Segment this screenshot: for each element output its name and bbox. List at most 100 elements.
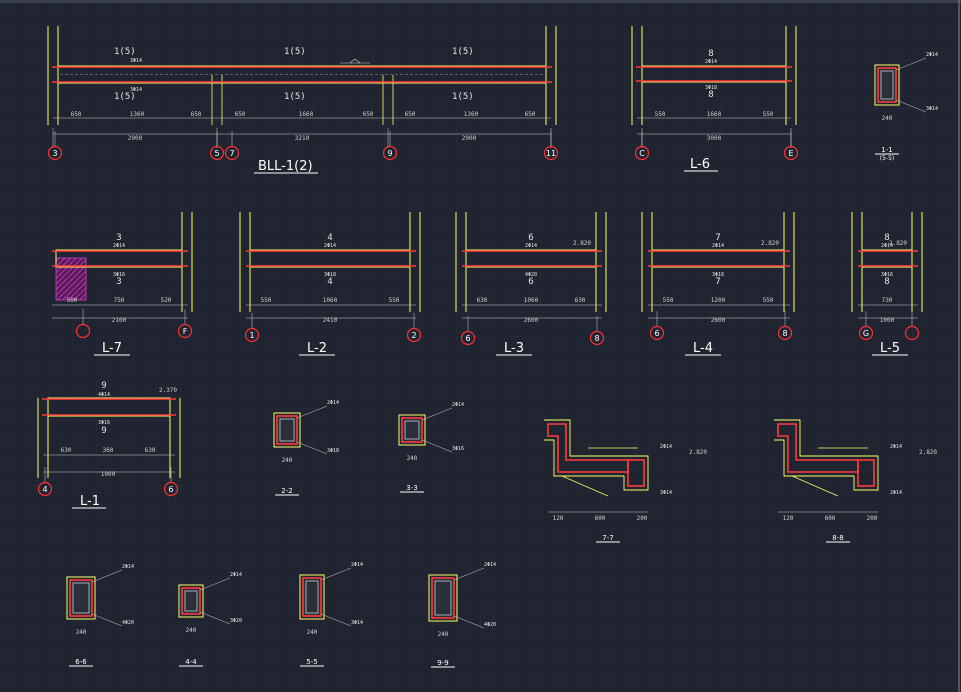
s22-bar-top: 2Φ14 xyxy=(327,400,339,406)
bll1-bot-mark-right: 1(5) xyxy=(452,92,474,102)
bll1-dim-top-5: 650 xyxy=(363,111,374,118)
l1-title: L-1 xyxy=(80,494,100,509)
s55-bar-top: 2Φ14 xyxy=(351,562,363,568)
l4-dim-1: 1200 xyxy=(711,297,726,304)
l5-axis-1-circle xyxy=(904,325,920,341)
l6-mark-top: 8 xyxy=(708,49,713,59)
l7-top-bar: 2Φ14 xyxy=(113,243,125,249)
l5-bot-bar: 3Φ16 xyxy=(881,272,893,278)
bll1-axis-3-label: 3 xyxy=(52,149,57,158)
l7-bot-bar: 3Φ16 xyxy=(113,272,125,278)
s33-bar-bot: 3Φ16 xyxy=(452,446,464,452)
bll1-bot-mark-mid: 1(5) xyxy=(284,92,306,102)
bll1-axis-7-circle xyxy=(224,145,240,161)
l5-level: 2.820 xyxy=(889,240,907,247)
s99-name: 9-9 xyxy=(437,659,448,667)
s33-name: 3-3 xyxy=(406,484,417,492)
s44-bar-bot: 3Φ20 xyxy=(230,618,242,624)
l4-dim-2: 550 xyxy=(763,297,774,304)
l5-top-bar: 2Φ14 xyxy=(881,243,893,249)
s88-level: 2.820 xyxy=(919,449,937,456)
l1-level: 2.370 xyxy=(159,387,177,394)
s22-width: 240 xyxy=(282,457,293,464)
l3-title: L-3 xyxy=(504,341,524,356)
bll1-dim-bot-1: 3210 xyxy=(295,135,310,142)
l5-total: 1000 xyxy=(880,317,895,324)
bll1-bot-bar: 3Φ14 xyxy=(130,87,142,93)
l4-mark-top: 7 xyxy=(715,233,720,243)
beam-bll1 xyxy=(47,26,557,148)
l3-level: 2.820 xyxy=(573,240,591,247)
l7-dim-1: 750 xyxy=(114,297,125,304)
l4-axis-8-circle xyxy=(777,325,793,341)
l7-hatched-wall xyxy=(55,257,87,301)
s55-width: 240 xyxy=(307,629,318,636)
l3-top-bar: 2Φ14 xyxy=(525,243,537,249)
top-border xyxy=(0,0,961,3)
l7-mark-top: 3 xyxy=(116,233,121,243)
s77-dim-1: 600 xyxy=(595,515,606,522)
bll1-top-mark-right: 1(5) xyxy=(452,47,474,57)
l1-top-bar: 4Φ14 xyxy=(98,392,110,398)
s77-dim-0: 120 xyxy=(553,515,564,522)
s99-bar-bot: 4Φ20 xyxy=(484,622,496,628)
bll1-dim-top-4: 1660 xyxy=(299,111,314,118)
s66-name: 6-6 xyxy=(75,658,87,666)
s77-bar: 2Φ14 xyxy=(660,444,672,450)
s88-name: 8-8 xyxy=(832,534,843,542)
l3-mark-top: 6 xyxy=(528,233,533,243)
l7-total: 2100 xyxy=(112,317,127,324)
l6-dim-1: 1660 xyxy=(707,111,722,118)
l6-title: L-6 xyxy=(690,157,710,172)
l3-axis-8-label: 8 xyxy=(594,334,599,343)
l6-bot-bar: 3Φ18 xyxy=(705,85,717,91)
l1-total: 1900 xyxy=(101,471,116,478)
s11-bar-top: 2Φ14 xyxy=(926,52,938,58)
bll1-dim-top-3: 650 xyxy=(235,111,246,118)
l6-dim-0: 550 xyxy=(655,111,666,118)
l5-axis-G-label: G xyxy=(863,329,869,338)
l4-total: 2600 xyxy=(711,317,726,324)
l2-mark-bot: 4 xyxy=(327,277,332,287)
bll1-dim-bot-2: 2900 xyxy=(462,135,477,142)
l2-axis-2-label: 2 xyxy=(411,331,416,340)
l2-mark-top: 4 xyxy=(327,233,332,243)
s88-dim-0: 120 xyxy=(783,515,794,522)
l5-title: L-5 xyxy=(880,341,900,356)
s77-name: 7-7 xyxy=(602,534,613,542)
l5-dim-0: 730 xyxy=(882,297,893,304)
s77-level: 2.820 xyxy=(689,449,707,456)
beam-l6 xyxy=(631,26,797,148)
l6-axis-E-circle xyxy=(783,145,799,161)
l7-dim-2: 520 xyxy=(161,297,172,304)
l7-axis-0-circle xyxy=(75,323,91,339)
section-s77: 120 600 200 2Φ14 3Φ14 2.820 7-7 xyxy=(544,419,707,543)
l3-dim-2: 630 xyxy=(575,297,586,304)
s66-bar-top: 2Φ14 xyxy=(122,564,134,570)
beam-l1 xyxy=(37,397,181,478)
l2-top-bar: 2Φ14 xyxy=(324,243,336,249)
bll1-top-bar: 3Φ14 xyxy=(130,58,142,64)
bll1-dim-top-0: 650 xyxy=(71,111,82,118)
l5-mark-bot: 8 xyxy=(884,277,889,287)
l7-mark-bot: 3 xyxy=(116,277,121,287)
l6-dim-2: 550 xyxy=(763,111,774,118)
l3-axis-8-circle xyxy=(589,330,605,346)
bll1-axis-11-label: 11 xyxy=(546,149,556,158)
l6-mark-bot: 8 xyxy=(708,90,713,100)
l6-axis-C-label: C xyxy=(639,149,645,158)
bll1-dim-bot-0: 2900 xyxy=(128,135,143,142)
l4-axis-6-label: 6 xyxy=(654,329,659,338)
s77-dim-2: 200 xyxy=(637,515,648,522)
s77-bar2: 3Φ14 xyxy=(660,490,672,496)
l2-axis-2-circle xyxy=(406,327,422,343)
s66-width: 240 xyxy=(76,629,87,636)
